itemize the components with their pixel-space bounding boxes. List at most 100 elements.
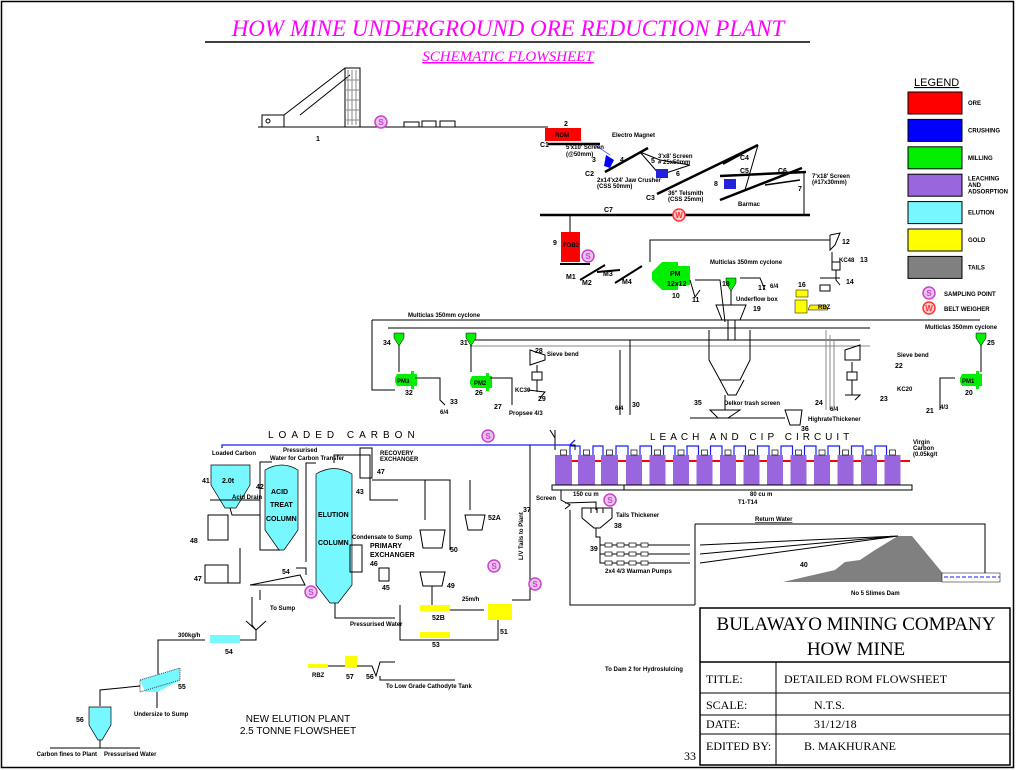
leach-tank <box>601 455 618 485</box>
svg-text:36" Telsmith: 36" Telsmith <box>668 191 704 197</box>
svg-text:20: 20 <box>965 390 973 397</box>
leach-tank <box>696 455 713 485</box>
svg-text:48: 48 <box>190 538 198 545</box>
legend-swatch <box>907 228 963 252</box>
svg-text:27: 27 <box>494 404 502 411</box>
svg-text:Water for Carbon Transfer: Water for Carbon Transfer <box>270 456 345 462</box>
svg-text:3'x8' Screen: 3'x8' Screen <box>658 154 693 160</box>
svg-text:PM1: PM1 <box>962 379 975 385</box>
sampling-point-icon <box>922 286 936 300</box>
svg-text:LEGEND: LEGEND <box>914 77 959 89</box>
svg-text:4: 4 <box>620 157 624 164</box>
svg-text:Delkor trash screen: Delkor trash screen <box>724 401 780 407</box>
svg-text:Barmac: Barmac <box>738 202 761 208</box>
svg-text:4/3: 4/3 <box>940 405 949 411</box>
svg-text:C7: C7 <box>604 207 613 214</box>
svg-text:18: 18 <box>722 281 730 288</box>
svg-text:1: 1 <box>316 136 320 143</box>
svg-text:RBZ: RBZ <box>818 305 831 311</box>
svg-text:21: 21 <box>926 408 934 415</box>
warman-pump <box>616 551 625 557</box>
svg-text:23: 23 <box>880 396 888 403</box>
leach-tank <box>673 455 689 485</box>
company-name: BULAWAYO MINING COMPANY <box>717 614 996 635</box>
svg-text:TREAT: TREAT <box>270 502 294 509</box>
svg-text:(CSS 25mm): (CSS 25mm) <box>668 197 703 203</box>
svg-text:22: 22 <box>895 363 903 370</box>
svg-text:8: 8 <box>714 181 718 188</box>
milling-section: FOB2 PM 12x12 PM3 PM2 PM1 <box>371 232 987 450</box>
svg-text:2.5 TONNE FLOWSHEET: 2.5 TONNE FLOWSHEET <box>240 726 356 737</box>
svg-text:31: 31 <box>460 340 468 347</box>
svg-text:30: 30 <box>632 402 640 409</box>
svg-text:KC48: KC48 <box>839 258 855 264</box>
svg-text:EDITED BY:: EDITED BY: <box>706 739 771 753</box>
leach-cip-section: LEACH AND CIP CIRCUIT Virgin Carbon (0.0… <box>487 430 1001 673</box>
svg-text:To Low Grade Cathodyte Tank: To Low Grade Cathodyte Tank <box>386 684 472 690</box>
svg-text:(@50mm): (@50mm) <box>566 152 593 158</box>
svg-text:9: 9 <box>553 240 557 247</box>
svg-text:FOB2: FOB2 <box>563 243 580 249</box>
leach-tank <box>767 455 783 485</box>
svg-text:Tails Thickener: Tails Thickener <box>616 513 660 519</box>
svg-text:24: 24 <box>815 400 823 407</box>
leach-tank <box>720 455 736 485</box>
warman-pump <box>604 542 613 548</box>
carbon-fines-label: Carbon fines to Plant <box>37 752 97 758</box>
svg-text:EXCHANGER: EXCHANGER <box>380 457 419 463</box>
svg-text:47: 47 <box>377 469 385 476</box>
warman-pump <box>628 542 637 548</box>
warman-pump <box>640 542 649 548</box>
svg-text:57: 57 <box>346 674 354 681</box>
svg-text:DETAILED ROM FLOWSHEET: DETAILED ROM FLOWSHEET <box>784 672 948 686</box>
svg-text:Sieve bend: Sieve bend <box>897 353 929 359</box>
svg-text:7'x18' Screen: 7'x18' Screen <box>812 174 850 180</box>
svg-text:M2: M2 <box>582 280 592 287</box>
leach-tank <box>837 455 854 485</box>
svg-text:To Sump: To Sump <box>270 606 296 612</box>
svg-text:3: 3 <box>592 157 596 164</box>
svg-text:PRIMARY: PRIMARY <box>370 543 402 550</box>
svg-text:PM: PM <box>670 271 681 278</box>
svg-text:6/4: 6/4 <box>830 407 839 413</box>
svg-text:HOW MINE: HOW MINE <box>807 639 905 660</box>
svg-text:Electro Magnet: Electro Magnet <box>612 133 655 139</box>
svg-text:51: 51 <box>500 629 508 636</box>
svg-text:7: 7 <box>798 186 802 193</box>
svg-text:PM3: PM3 <box>397 379 410 385</box>
legend-label: CRUSHING <box>968 128 1000 134</box>
sampling-point-icon <box>374 115 388 129</box>
svg-text:12: 12 <box>842 239 850 246</box>
svg-text:ROM: ROM <box>555 133 569 139</box>
svg-text:COLUMN: COLUMN <box>266 516 297 523</box>
svg-text:14: 14 <box>846 279 854 286</box>
svg-text:N.T.S.: N.T.S. <box>814 698 845 712</box>
svg-text:34: 34 <box>383 340 391 347</box>
svg-text:M3: M3 <box>603 271 613 278</box>
legend-swatch <box>907 255 963 279</box>
svg-text:47: 47 <box>194 576 202 583</box>
svg-text:35: 35 <box>694 400 702 407</box>
page-number: 33 <box>684 749 696 763</box>
leach-tank <box>649 455 666 485</box>
svg-text:KC20: KC20 <box>897 387 913 393</box>
page-subtitle: SCHEMATIC FLOWSHEET <box>422 49 595 65</box>
barmac-crusher <box>724 179 736 189</box>
svg-text:Screen: Screen <box>536 496 556 502</box>
svg-text:TITLE:: TITLE: <box>706 672 743 686</box>
legend-label: ORE <box>968 101 981 107</box>
svg-text:T1-T14: T1-T14 <box>738 500 758 506</box>
svg-text:L/V Tails to Plant: L/V Tails to Plant <box>519 512 525 560</box>
legend-label: TAILS <box>968 265 985 271</box>
svg-text:5: 5 <box>651 158 655 165</box>
svg-text:25: 25 <box>987 340 995 347</box>
svg-text:(CSS 50mm): (CSS 50mm) <box>597 184 632 190</box>
svg-text:55: 55 <box>178 684 186 691</box>
svg-text:25m/h: 25m/h <box>462 597 480 603</box>
svg-text:Multiclas 350mm cyclone: Multiclas 350mm cyclone <box>408 313 481 319</box>
svg-text:Sieve bend: Sieve bend <box>547 352 579 358</box>
legend-label: MILLING <box>968 156 993 162</box>
svg-text:Multiclas 350mm cyclone: Multiclas 350mm cyclone <box>710 260 783 266</box>
title-block: BULAWAYO MINING COMPANY HOW MINE TITLE: … <box>699 607 1011 766</box>
